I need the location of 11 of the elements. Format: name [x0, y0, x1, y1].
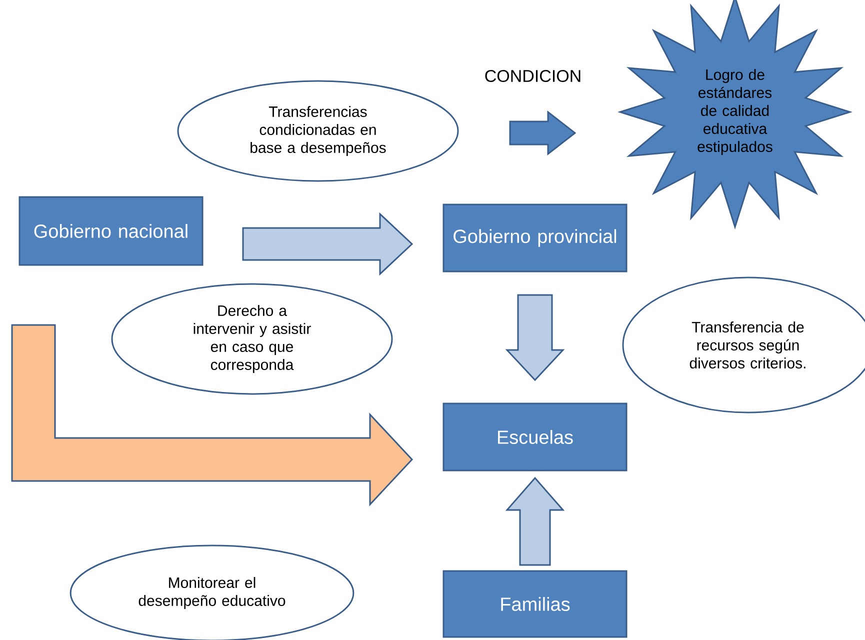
edge-label: CONDICION — [483, 68, 583, 83]
goal-starburst: Logro de estándares de calidad educativa estipulados — [618, 0, 852, 230]
block-arrow — [505, 476, 565, 566]
process-box: Familias — [442, 570, 628, 638]
process-box: Escuelas — [442, 402, 628, 472]
process-box: Gobierno provincial — [442, 204, 628, 272]
block-arrow — [11, 324, 414, 506]
block-arrow — [509, 110, 576, 156]
process-box: Gobierno nacional — [18, 196, 204, 266]
block-arrow — [505, 294, 565, 382]
block-arrow — [242, 212, 414, 276]
